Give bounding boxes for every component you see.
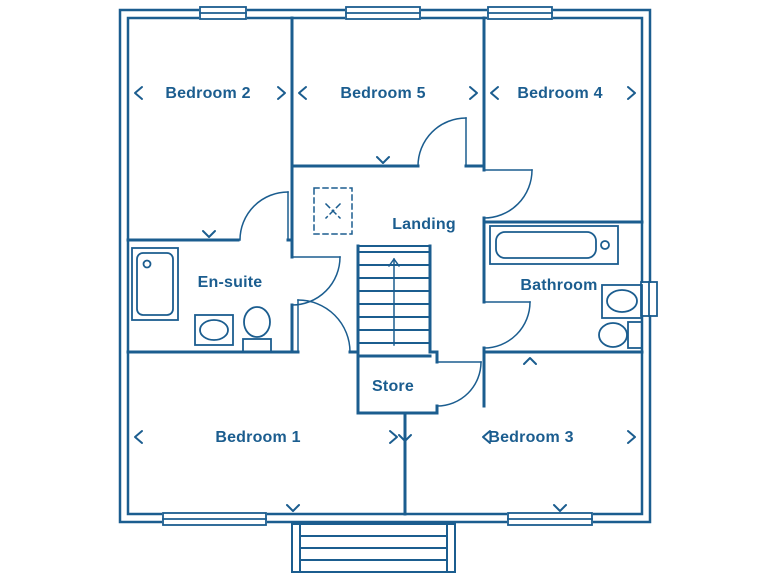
door-icon — [297, 299, 351, 353]
sink-icon — [601, 284, 643, 319]
dimension-arrow-icon — [553, 504, 567, 512]
dimension-arrow-icon — [389, 430, 398, 444]
shower-icon — [131, 247, 179, 321]
dimension-arrow-icon — [490, 86, 499, 100]
window-mask — [487, 8, 553, 20]
doors — [239, 117, 533, 407]
dimension-arrow-icon — [277, 86, 286, 100]
room-label-bedroom1: Bedroom 1 — [215, 429, 300, 446]
dimension-arrow-icon — [376, 156, 390, 164]
plan-linework — [118, 6, 658, 573]
stair-direction-arrow-icon — [387, 257, 401, 346]
window-icon — [640, 281, 658, 317]
dimension-arrow-icon — [202, 230, 216, 238]
dimension-arrows — [134, 86, 636, 512]
window-mask — [199, 8, 247, 20]
toilet-icon — [242, 306, 272, 353]
staircase-icon — [357, 245, 431, 346]
room-label-store: Store — [372, 378, 414, 395]
window-icon — [345, 6, 421, 20]
room-label-ensuite: En-suite — [198, 274, 263, 291]
sink-icon — [194, 314, 234, 346]
wall — [428, 244, 439, 354]
dimension-arrow-icon — [469, 86, 478, 100]
door-icon — [483, 301, 531, 349]
dimension-arrow-icon — [286, 504, 300, 512]
bathtub-icon — [489, 225, 619, 265]
door-icon — [436, 361, 482, 407]
dimension-arrow-icon — [398, 434, 412, 442]
window-mask — [162, 512, 267, 524]
room-label-bedroom5: Bedroom 5 — [340, 85, 425, 102]
room-label-bedroom2: Bedroom 2 — [165, 85, 250, 102]
dimension-arrow-icon — [627, 86, 636, 100]
window-mask — [507, 512, 593, 524]
ensuite-fixtures — [131, 247, 272, 353]
window-icon — [507, 512, 593, 526]
room-label-bedroom4: Bedroom 4 — [517, 85, 602, 102]
door-icon — [291, 256, 341, 306]
room-label-bedroom3: Bedroom 3 — [488, 429, 573, 446]
dimension-arrow-icon — [627, 430, 636, 444]
bathroom-fixtures — [489, 225, 643, 349]
room-label-bathroom: Bathroom — [520, 277, 597, 294]
porch-outline — [291, 523, 456, 573]
windows — [162, 6, 658, 526]
door-icon — [483, 169, 533, 219]
window-icon — [199, 6, 247, 20]
window-mask — [345, 8, 421, 20]
dimension-arrow-icon — [298, 86, 307, 100]
toilet-icon — [598, 321, 643, 349]
room-label-landing: Landing — [392, 216, 456, 233]
door-icon — [239, 191, 289, 241]
dimension-arrow-icon — [134, 86, 143, 100]
dimension-arrow-icon — [523, 357, 537, 365]
dimension-arrow-icon — [134, 430, 143, 444]
window-icon — [487, 6, 553, 20]
door-icon — [417, 117, 467, 167]
loft-hatch-icon — [313, 187, 353, 235]
window-icon — [162, 512, 267, 526]
room-labels: Bedroom 2 Bedroom 5 Bedroom 4 Landing En… — [165, 85, 602, 446]
dimension-arrow-icon — [482, 430, 491, 444]
